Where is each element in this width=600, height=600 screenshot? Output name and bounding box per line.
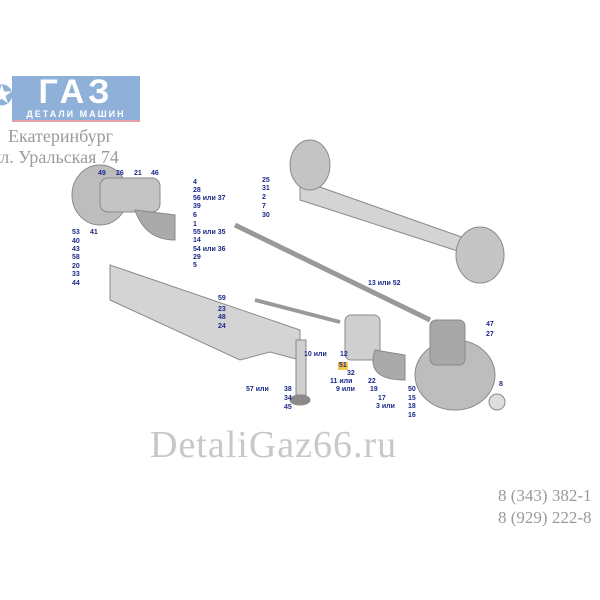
callout-20: 20 <box>72 263 80 270</box>
callout-45: 45 <box>284 404 292 411</box>
callout-53: 53 <box>72 229 80 236</box>
callout-32: 32 <box>347 370 355 377</box>
callout-46: 46 <box>151 170 159 177</box>
callout-18: 18 <box>408 403 416 410</box>
callout-49: 49 <box>98 170 106 177</box>
rear-left-hub <box>289 139 331 191</box>
callout-8: 8 <box>499 381 503 388</box>
callout-38: 38 <box>284 386 292 393</box>
callout-3-или: 3 или <box>376 403 395 410</box>
callout-13-или-52: 13 или 52 <box>368 280 401 287</box>
axle-beam <box>109 264 301 361</box>
king-pin <box>295 339 307 396</box>
callout-28: 28 <box>193 187 201 194</box>
callout-15: 15 <box>408 395 416 402</box>
watermark: DetaliGaz66.ru <box>150 424 398 466</box>
callout-39: 39 <box>193 203 201 210</box>
callout-17: 17 <box>378 395 386 402</box>
callout-21: 21 <box>134 170 142 177</box>
left-housing <box>99 177 161 213</box>
callout-1: 1 <box>193 221 197 228</box>
callout-48: 48 <box>218 314 226 321</box>
deer-emblem-icon: ✪ <box>0 80 14 111</box>
callout-4: 4 <box>193 179 197 186</box>
city-text: Екатеринбург <box>8 126 113 146</box>
callout-19: 19 <box>370 386 378 393</box>
hub-cap <box>488 393 506 411</box>
steering-knuckle <box>429 319 466 366</box>
logo-subtitle: ДЕТАЛИ МАШИН <box>12 108 140 122</box>
callout-47: 47 <box>486 321 494 328</box>
callout-9-или: 9 или <box>336 386 355 393</box>
callout-5: 5 <box>193 262 197 269</box>
callout-41: 41 <box>90 229 98 236</box>
rear-right-hub <box>455 226 505 284</box>
callout-56-или-37: 56 или 37 <box>193 195 226 202</box>
callout-54-или-36: 54 или 36 <box>193 246 226 253</box>
callout-30: 30 <box>262 212 270 219</box>
drag-link <box>254 298 341 324</box>
callout-11-или: 11 или <box>330 378 353 385</box>
callout-7: 7 <box>262 203 266 210</box>
callout-55-или-35: 55 или 35 <box>193 229 226 236</box>
callout-12: 12 <box>340 351 348 358</box>
callout-58: 58 <box>72 254 80 261</box>
callout-59: 59 <box>218 295 226 302</box>
callout-14: 14 <box>193 237 201 244</box>
brake-shield-right <box>372 349 406 381</box>
logo-text: ГАЗ <box>12 75 140 109</box>
callout-24: 24 <box>218 323 226 330</box>
callout-6: 6 <box>193 212 197 219</box>
brake-shield <box>134 209 176 241</box>
callout-34: 34 <box>284 395 292 402</box>
callout-23: 23 <box>218 306 226 313</box>
callout-2: 2 <box>262 194 266 201</box>
callout-50: 50 <box>408 386 416 393</box>
address-text: ул. Уральская 74 <box>0 147 119 167</box>
callout-33: 33 <box>72 271 80 278</box>
callout-57-или: 57 или <box>246 386 269 393</box>
tie-rod <box>233 222 432 323</box>
gaz-logo: ✪ ГАЗ ДЕТАЛИ МАШИН <box>0 72 150 124</box>
rear-axle-beam <box>299 179 471 256</box>
callout-29: 29 <box>193 254 201 261</box>
phone-1: 8 (343) 382-1 <box>498 486 592 505</box>
callout-31: 31 <box>262 185 270 192</box>
phone-2: 8 (929) 222-8 <box>498 508 592 527</box>
callout-16: 16 <box>408 412 416 419</box>
callout-22: 22 <box>368 378 376 385</box>
cap <box>289 394 311 406</box>
callout-40: 40 <box>72 238 80 245</box>
callout-27: 27 <box>486 331 494 338</box>
callout-10-или: 10 или <box>304 351 327 358</box>
callout-43: 43 <box>72 246 80 253</box>
callout-44: 44 <box>72 280 80 287</box>
callout-26: 26 <box>116 170 124 177</box>
knuckle <box>344 314 381 361</box>
callout-25: 25 <box>262 177 270 184</box>
callout-51: 51 <box>338 362 348 370</box>
